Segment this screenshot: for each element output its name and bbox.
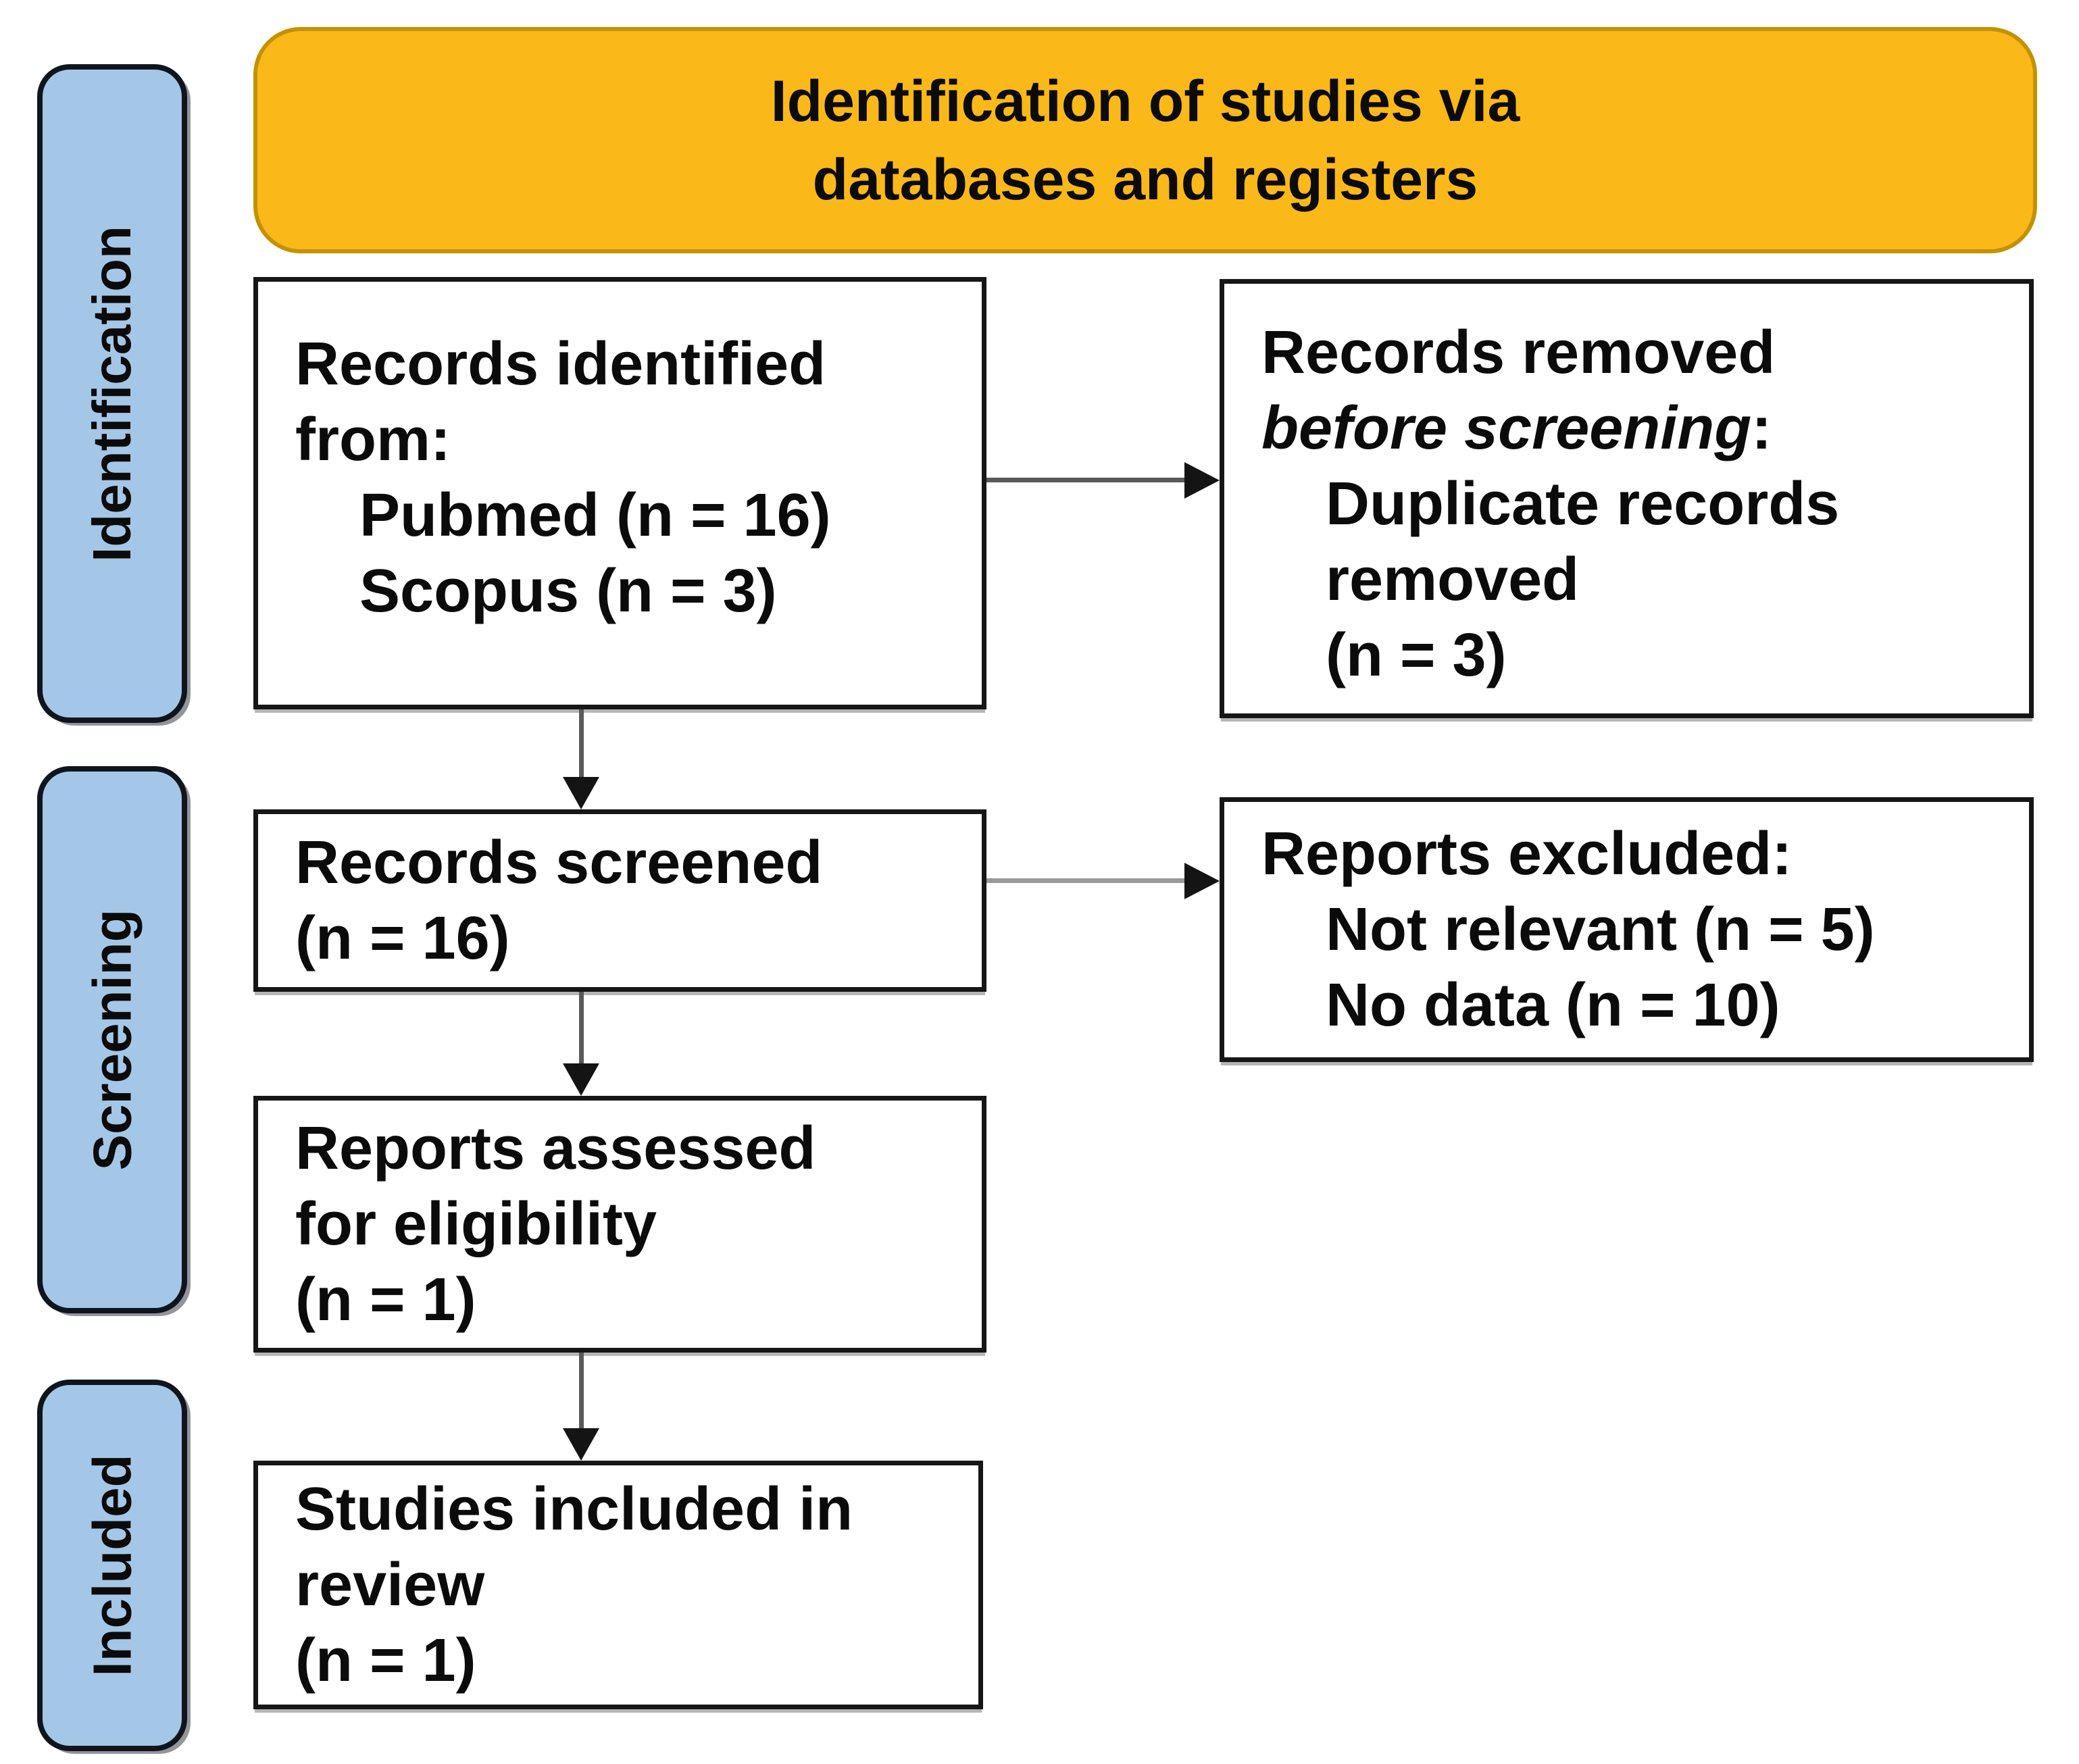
arrow-head bbox=[563, 1428, 599, 1461]
arrow-line bbox=[986, 878, 1184, 883]
text-line: (n = 1) bbox=[295, 1627, 476, 1694]
text-line: Records removed bbox=[1261, 319, 1776, 386]
text-line-colon: : bbox=[1751, 395, 1772, 462]
text-line: for eligibility bbox=[295, 1190, 657, 1258]
header-title-line2: databases and registers bbox=[812, 147, 1478, 212]
text-line: from: bbox=[295, 406, 451, 474]
arrow-line bbox=[986, 478, 1184, 482]
text-line: Not relevant (n = 5) bbox=[1326, 896, 1875, 963]
box-records-identified: Records identified from: Pubmed (n = 16)… bbox=[253, 277, 986, 709]
text-line: before screening: bbox=[1261, 390, 1992, 466]
box-reports-excluded: Reports excluded: Not relevant (n = 5) N… bbox=[1220, 797, 2034, 1062]
text-line-italic: before screening bbox=[1261, 395, 1752, 462]
arrow-head bbox=[1184, 863, 1220, 899]
box-reports-assessed: Reports assessed for eligibility (n = 1) bbox=[253, 1096, 986, 1353]
text-line: Records identified bbox=[295, 330, 826, 398]
text-line: review bbox=[295, 1551, 485, 1619]
box-studies-included: Studies included in review (n = 1) bbox=[253, 1461, 983, 1709]
arrow-head bbox=[1184, 462, 1220, 499]
text-line: (n = 16) bbox=[295, 905, 510, 972]
header-title-line1: Identification of studies via bbox=[770, 68, 1520, 134]
arrow-line bbox=[579, 1353, 584, 1428]
text-line: Records screened bbox=[295, 829, 823, 897]
text-line: Reports assessed bbox=[295, 1115, 816, 1182]
stage-label-screening: Screening bbox=[82, 909, 143, 1171]
text-line: Pubmed (n = 16) bbox=[359, 482, 831, 549]
arrow-line bbox=[579, 992, 584, 1063]
box-records-screened: Records screened (n = 16) bbox=[253, 809, 986, 992]
arrow-head bbox=[563, 777, 599, 809]
stage-label-identification: Identification bbox=[82, 225, 142, 562]
text-line: Studies included in bbox=[295, 1476, 853, 1543]
text-line: removed bbox=[1326, 546, 1580, 613]
arrow-line bbox=[579, 709, 584, 780]
text-line: (n = 3) bbox=[1326, 622, 1507, 689]
stage-box-screening: Screening bbox=[37, 766, 187, 1313]
text-line: Duplicate records bbox=[1326, 470, 1840, 538]
box-records-removed: Records removed before screening: Duplic… bbox=[1220, 279, 2034, 718]
text-line: Scopus (n = 3) bbox=[359, 557, 777, 625]
stage-box-included: Included bbox=[37, 1380, 187, 1751]
stage-label-included: Included bbox=[82, 1454, 142, 1677]
text-line: (n = 1) bbox=[295, 1266, 476, 1334]
text-line: No data (n = 10) bbox=[1326, 972, 1780, 1039]
header-banner: Identification of studies via databases … bbox=[253, 27, 2037, 253]
stage-box-identification: Identification bbox=[37, 64, 187, 723]
text-line: Reports excluded: bbox=[1261, 820, 1793, 888]
arrow-head bbox=[563, 1063, 599, 1096]
